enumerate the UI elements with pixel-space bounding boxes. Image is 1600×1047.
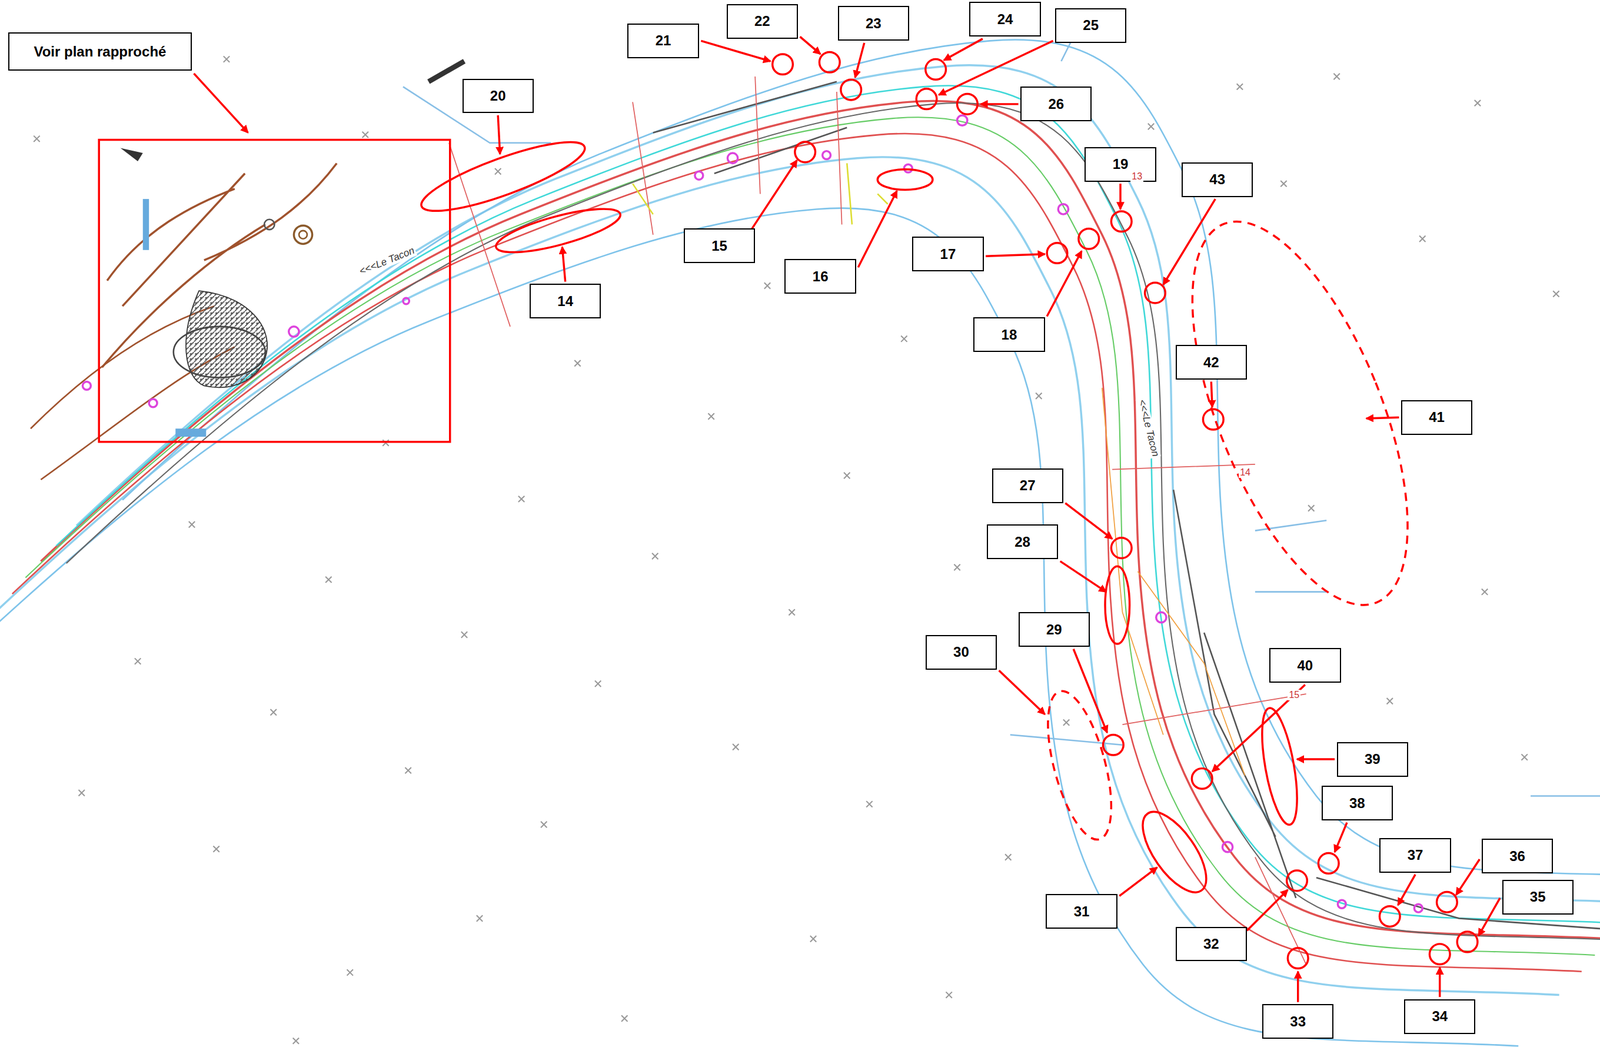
callout-box: 42 bbox=[1175, 344, 1247, 380]
callout-box: 32 bbox=[1175, 926, 1247, 962]
callout-box: 26 bbox=[1020, 86, 1092, 122]
callout-box: 43 bbox=[1181, 162, 1253, 198]
leader-lines bbox=[193, 36, 1500, 1002]
callout-box: 21 bbox=[627, 23, 699, 59]
callout-number: 25 bbox=[1082, 17, 1099, 34]
callout-number: 21 bbox=[655, 32, 672, 49]
callout-box: 22 bbox=[726, 4, 798, 39]
river-lines bbox=[0, 20, 1600, 1047]
callout-number: 24 bbox=[997, 11, 1014, 28]
callout-number: 35 bbox=[1529, 888, 1546, 906]
callout-box: 23 bbox=[837, 5, 910, 41]
callout-number: 19 bbox=[1112, 155, 1129, 173]
callout-box: 39 bbox=[1336, 742, 1409, 777]
river-name: <<<Le Tacon bbox=[1135, 397, 1162, 459]
callout-number: 43 bbox=[1209, 171, 1226, 188]
callout-number: 33 bbox=[1289, 1013, 1306, 1030]
profile-number: 14 bbox=[1238, 467, 1252, 478]
callout-box: 29 bbox=[1018, 611, 1090, 647]
callout-marks bbox=[98, 51, 1478, 969]
pink-markers bbox=[82, 115, 1423, 913]
callout-number: 20 bbox=[490, 87, 507, 105]
callout-number: 39 bbox=[1364, 750, 1381, 768]
callout-number: 36 bbox=[1509, 847, 1526, 865]
callout-number: 16 bbox=[812, 268, 829, 285]
inset-detail bbox=[30, 61, 465, 480]
profile-number: 13 bbox=[1130, 171, 1144, 182]
callout-number: 37 bbox=[1407, 846, 1424, 864]
callout-box: 27 bbox=[992, 468, 1064, 504]
callout-box: 36 bbox=[1481, 838, 1553, 874]
callout-number: 31 bbox=[1073, 903, 1090, 920]
callout-box: 37 bbox=[1379, 837, 1451, 873]
callout-number: 29 bbox=[1046, 621, 1063, 638]
callout-box: 35 bbox=[1502, 879, 1574, 915]
callout-box: 40 bbox=[1269, 647, 1341, 683]
callout-number: 41 bbox=[1428, 408, 1445, 426]
callout-number: 15 bbox=[711, 237, 728, 255]
callout-number: 26 bbox=[1048, 95, 1064, 113]
callout-box: 16 bbox=[784, 258, 856, 294]
callout-box: 38 bbox=[1321, 785, 1393, 821]
callout-number: 23 bbox=[865, 15, 882, 32]
callout-box: 33 bbox=[1262, 1003, 1334, 1039]
survey-crosses bbox=[33, 55, 1559, 1044]
reference-box: Voir plan rapproché bbox=[8, 32, 192, 71]
callout-number: 34 bbox=[1431, 1008, 1448, 1025]
callout-box: 25 bbox=[1055, 8, 1127, 43]
callout-number: 27 bbox=[1019, 477, 1036, 494]
callout-number: 32 bbox=[1203, 935, 1220, 953]
reference-text: Voir plan rapproché bbox=[33, 43, 166, 61]
callout-box: 14 bbox=[529, 283, 601, 319]
profile-number: 15 bbox=[1287, 689, 1301, 701]
callout-box: 31 bbox=[1045, 893, 1117, 929]
callout-number: 38 bbox=[1349, 794, 1366, 812]
callout-number: 14 bbox=[557, 293, 574, 310]
callout-box: 28 bbox=[986, 524, 1059, 560]
callout-box: 30 bbox=[925, 634, 997, 670]
callout-number: 17 bbox=[940, 245, 957, 263]
callout-number: 30 bbox=[953, 643, 970, 661]
callout-number: 22 bbox=[754, 12, 771, 30]
callout-number: 28 bbox=[1014, 533, 1031, 551]
callout-box: 17 bbox=[912, 236, 984, 272]
callout-box: 41 bbox=[1401, 400, 1473, 435]
callout-box: 18 bbox=[973, 317, 1045, 352]
callout-box: 19 bbox=[1084, 147, 1156, 182]
callout-box: 20 bbox=[462, 78, 534, 114]
callout-number: 42 bbox=[1203, 354, 1220, 371]
callout-box: 15 bbox=[683, 228, 755, 264]
callout-box: 34 bbox=[1404, 999, 1476, 1034]
callout-number: 40 bbox=[1296, 657, 1313, 674]
callout-box: 24 bbox=[969, 1, 1041, 37]
callout-number: 18 bbox=[1001, 326, 1018, 344]
